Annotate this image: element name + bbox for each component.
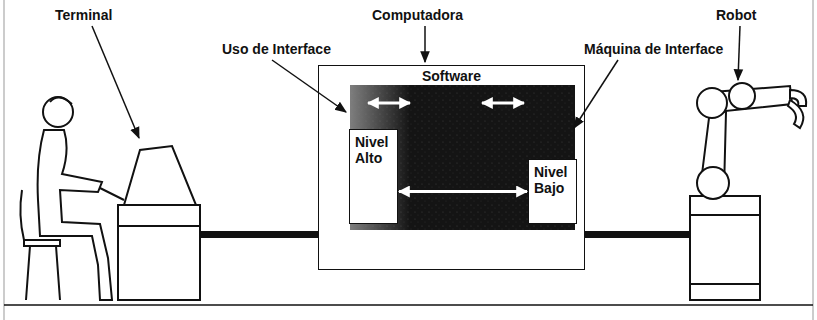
data-arrow <box>482 102 524 105</box>
box-text: Nivel Alto <box>355 134 388 166</box>
level-box: Nivel Bajo <box>528 159 577 224</box>
part-label: Robot <box>716 8 756 23</box>
panel-shade <box>350 85 410 230</box>
part-label: Terminal <box>55 8 112 23</box>
cable <box>585 231 690 238</box>
computer-fill <box>318 65 585 270</box>
box-text: Nivel Bajo <box>534 164 567 196</box>
part-label: Máquina de Interface <box>584 42 723 57</box>
operator-figure <box>38 97 112 300</box>
level-box: Nivel Alto <box>349 129 398 224</box>
leader-line <box>92 26 740 138</box>
robot-arm <box>690 83 806 300</box>
frame-line <box>4 0 5 320</box>
computer-box: SoftwareNivel AltoNivel Bajo <box>318 65 585 270</box>
terminal-desk <box>100 146 200 300</box>
ground-line <box>4 304 813 306</box>
part-label: Computadora <box>372 8 463 23</box>
part-label: Uso de Interface <box>222 42 331 57</box>
data-arrow <box>368 102 410 105</box>
frame-line <box>813 0 814 320</box>
cable <box>200 231 318 238</box>
box-heading: Software <box>319 68 584 84</box>
data-flow-arrow <box>399 190 527 193</box>
